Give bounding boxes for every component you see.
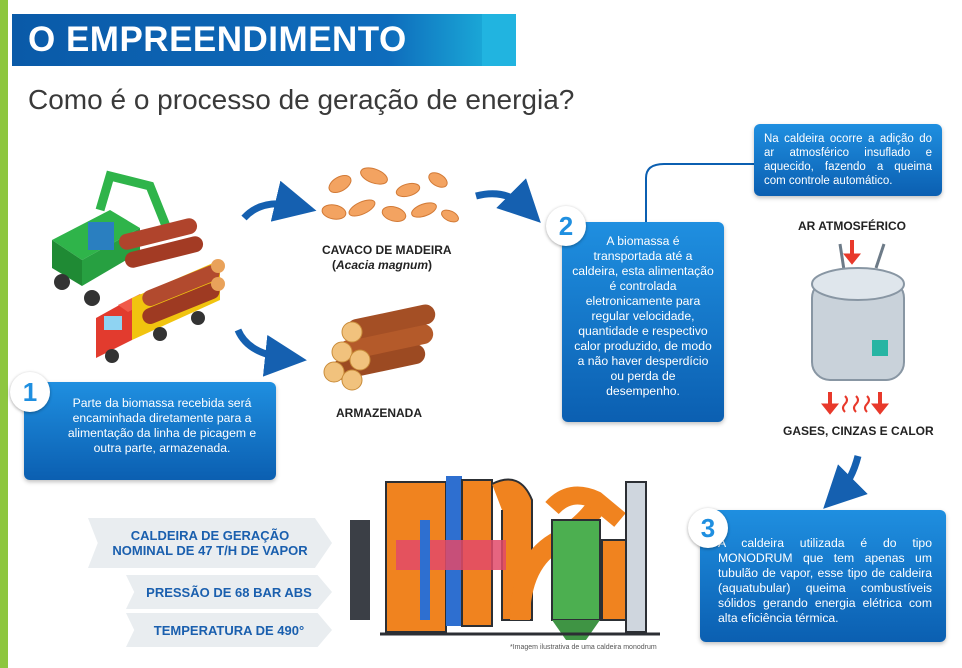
boiler-tank-icon <box>811 243 905 381</box>
page-subtitle: Como é o processo de geração de energia? <box>28 84 575 115</box>
wood-chips-icon <box>321 167 459 223</box>
log-pile-icon <box>323 304 436 391</box>
spec-temperatura: TEMPERATURA DE 490° <box>126 613 332 647</box>
label-ar-atmosferico: AR ATMOSFÉRICO <box>798 219 906 233</box>
connector-line <box>645 163 754 222</box>
arrow-to-cavaco <box>241 180 317 222</box>
spec-caldeira-line1: CALDEIRA DE GERAÇÃO <box>130 528 290 543</box>
arrow-to-step2 <box>475 178 541 223</box>
label-gases: GASES, CINZAS E CALOR <box>783 424 934 438</box>
step3-number: 3 <box>688 508 728 548</box>
red-arrows-icon <box>820 240 890 415</box>
air-note-box: Na caldeira ocorre a adição do ar atmosf… <box>754 124 942 196</box>
step3-box: A caldeira utilizada é do tipo MONODRUM … <box>700 510 946 642</box>
step1-box: Parte da biomassa recebida será encaminh… <box>24 382 276 480</box>
excavator-truck-illustration <box>52 170 225 363</box>
left-accent-bar <box>0 0 8 668</box>
arrow-to-armazenada <box>234 328 307 377</box>
boiler-plant-illustration <box>350 476 660 640</box>
step1-number: 1 <box>10 372 50 412</box>
arrow-to-step3 <box>823 455 868 509</box>
image-caption: *Imagem ilustrativa de uma caldeira mono… <box>510 644 657 651</box>
spec-caldeira-line2: NOMINAL DE 47 T/H DE VAPOR <box>112 543 308 558</box>
step2-number: 2 <box>546 206 586 246</box>
step2-box: A biomassa é transportada até a caldeira… <box>562 222 724 422</box>
header-band <box>12 14 516 66</box>
page-title: O EMPREENDIMENTO <box>28 20 407 59</box>
spec-pressao: PRESSÃO DE 68 BAR ABS <box>126 575 332 609</box>
label-cavaco: CAVACO DE MADEIRA <box>322 243 452 257</box>
label-armazenada: ARMAZENADA <box>336 406 422 420</box>
label-acacia: (Acacia magnum) <box>332 258 433 272</box>
